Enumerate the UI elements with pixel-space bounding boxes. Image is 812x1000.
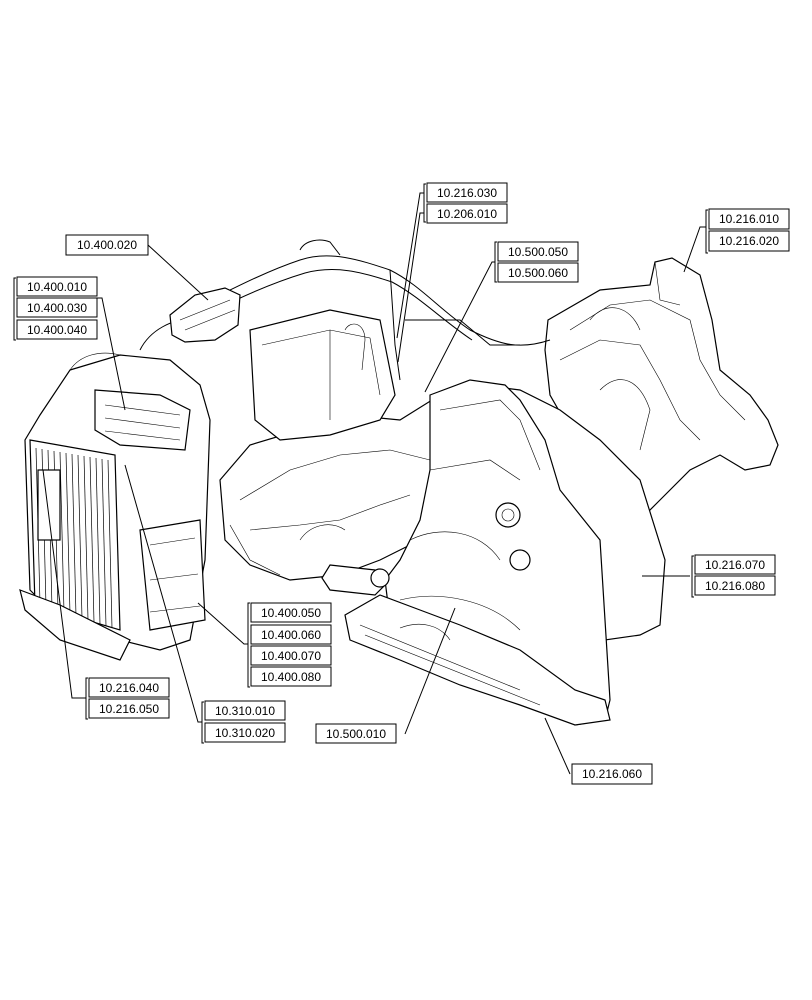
label-text: 10.400.040 [27, 323, 87, 337]
label-text: 10.216.020 [719, 234, 779, 248]
receiver-drier [37, 469, 61, 541]
label-text: 10.216.060 [582, 767, 642, 781]
label-10-500-060: 10.500.060 [497, 262, 579, 283]
label-10-216-080: 10.216.080 [694, 575, 776, 596]
label-10-400-030: 10.400.030 [16, 297, 98, 318]
label-text: 10.206.010 [437, 207, 497, 221]
label-text: 10.400.050 [261, 606, 321, 620]
label-10-216-040: 10.216.040 [88, 677, 170, 698]
label-10-400-040: 10.400.040 [16, 319, 98, 340]
label-text: 10.400.070 [261, 649, 321, 663]
label-10-500-010: 10.500.010 [315, 723, 397, 744]
label-10-400-060: 10.400.060 [250, 624, 332, 645]
label-10-216-060: 10.216.060 [571, 763, 653, 785]
label-10-310-020: 10.310.020 [204, 722, 286, 743]
machine-illustration [19, 239, 779, 726]
callout-labels: 10.216.030 10.206.010 10.216.010 10.216.… [16, 182, 790, 785]
leader-lines [42, 192, 706, 775]
label-10-216-010: 10.216.010 [708, 208, 790, 230]
label-text: 10.216.030 [437, 186, 497, 200]
label-10-216-030: 10.216.030 [426, 182, 508, 203]
label-10-216-050: 10.216.050 [88, 698, 170, 719]
front-step [344, 594, 611, 726]
label-text: 10.216.010 [719, 212, 779, 226]
label-text: 10.216.070 [705, 558, 765, 572]
label-10-216-070: 10.216.070 [694, 554, 776, 575]
label-10-400-080: 10.400.080 [250, 666, 332, 687]
label-text: 10.400.020 [77, 238, 137, 252]
label-10-500-050: 10.500.050 [497, 241, 579, 262]
label-10-400-010: 10.400.010 [16, 276, 98, 297]
label-10-400-050: 10.400.050 [250, 602, 332, 623]
label-text: 10.400.030 [27, 301, 87, 315]
label-10-206-010: 10.206.010 [426, 203, 508, 224]
label-text: 10.216.040 [99, 681, 159, 695]
label-text: 10.400.060 [261, 628, 321, 642]
label-10-400-070: 10.400.070 [250, 645, 332, 666]
label-text: 10.500.060 [508, 266, 568, 280]
label-10-310-010: 10.310.010 [204, 700, 286, 721]
hvac-unit [94, 389, 191, 451]
label-text: 10.400.080 [261, 670, 321, 684]
label-text: 10.216.050 [99, 702, 159, 716]
label-text: 10.400.010 [27, 280, 87, 294]
label-text: 10.500.050 [508, 245, 568, 259]
fitting [509, 549, 531, 571]
label-brackets [13, 183, 708, 744]
label-text: 10.216.080 [705, 579, 765, 593]
label-10-216-020: 10.216.020 [708, 230, 790, 252]
label-text: 10.310.020 [215, 726, 275, 740]
fill-cap [495, 502, 521, 528]
seat-frame [249, 309, 396, 441]
label-text: 10.310.010 [215, 704, 275, 718]
blower-housing [139, 519, 206, 631]
label-text: 10.500.010 [326, 727, 386, 741]
expansion-tank [169, 287, 241, 343]
label-10-400-020: 10.400.020 [65, 234, 149, 256]
